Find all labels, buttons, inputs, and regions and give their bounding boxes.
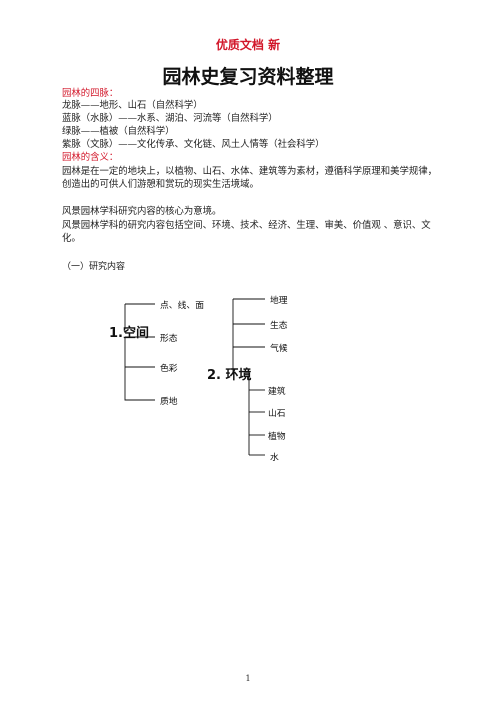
environment-child: 水 (270, 453, 279, 463)
banner: 优质文档 新 (215, 38, 281, 52)
section-heading-four-veins: 园林的四脉： (62, 88, 119, 99)
vein-line: 龙脉——地形、山石（自然科学） (62, 100, 203, 111)
core-line: 风景园林学科研究内容的核心为意境。 (62, 206, 222, 217)
environment-child: 山石 (268, 409, 286, 419)
environment-child: 植物 (268, 432, 286, 442)
section-heading-meaning: 园林的含义： (62, 152, 119, 163)
meaning-paragraph: 园林是在一定的地块上，以植物、山石、水体、建筑等为素材，遵循科学原理和美学规律，… (62, 166, 438, 190)
space-child: 形态 (160, 334, 178, 344)
environment-child: 生态 (270, 321, 288, 331)
subheading-research-content: （一）研究内容 (62, 262, 126, 272)
environment-child: 建筑 (268, 387, 286, 397)
environment-child: 地理 (270, 296, 288, 306)
vein-line: 紫脉（文脉）——文化传承、文化链、风土人情等（社会科学） (62, 139, 325, 150)
space-child: 质地 (160, 397, 178, 407)
research-content-line: 风景园林学科的研究内容包括空间、环境、技术、经济、生理、审美、价值观 、意识、文… (62, 220, 431, 244)
node-environment: 2. 环境 (207, 368, 252, 383)
vein-line: 绿脉——植被（自然科学） (62, 126, 175, 137)
space-child: 色彩 (160, 364, 178, 374)
page-number: 1 (245, 674, 251, 683)
vein-line: 蓝脉（水脉）——水系、湖泊、河流等（自然科学） (62, 113, 278, 124)
node-space: 1.空间 (109, 326, 149, 341)
page-title: 园林史复习资料整理 (162, 66, 334, 88)
environment-child: 气候 (270, 344, 288, 354)
space-child: 点、线、面 (160, 301, 204, 311)
